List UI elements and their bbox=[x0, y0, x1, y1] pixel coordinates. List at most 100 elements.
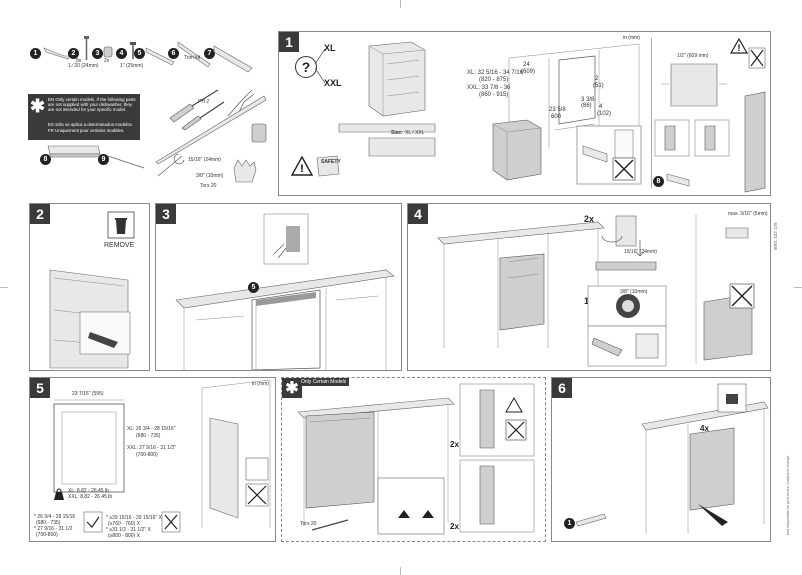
part-4-label: 1" (25mm) bbox=[120, 63, 144, 69]
part-4-marker: 4 bbox=[116, 48, 127, 59]
note-fr: FR Uniquement pour certains modèles. bbox=[48, 128, 125, 133]
step-1-panel: 1 XL XXL ? Size: XL / XXL ! SAFETY XL: 3… bbox=[278, 31, 771, 196]
dim-2-mm: (51) bbox=[593, 83, 604, 89]
dim-24-mm: (609) bbox=[521, 69, 536, 75]
dim-3: 3 3/8 bbox=[581, 97, 595, 103]
star-cabinet-illustration bbox=[297, 397, 455, 526]
dim-23: 23 5/8 bbox=[549, 107, 566, 113]
wrench-size-label: 15/16" (24mm) bbox=[188, 157, 221, 163]
part-5-strip-icon bbox=[145, 47, 175, 66]
crop-mark bbox=[0, 287, 8, 288]
final-cabinet-illustration bbox=[641, 401, 769, 534]
dim-600: 600 bbox=[551, 114, 562, 120]
part-2-count: 8x bbox=[76, 58, 82, 64]
step-4-number: 4 bbox=[408, 204, 428, 224]
size-label: Size: bbox=[391, 130, 403, 136]
part-2-screw-icon bbox=[84, 36, 89, 60]
step-3-ref-5: 5 bbox=[248, 282, 259, 293]
a2-dim-mm: (700-800) bbox=[36, 532, 58, 538]
torx-label: Torx 20 bbox=[200, 183, 217, 189]
a1-dim: * 26 3/4 - 28 15/16 bbox=[34, 514, 76, 520]
a1-dim-mm: (680 - 735) bbox=[36, 520, 61, 526]
adjust-screw-detail bbox=[587, 285, 667, 367]
part-9-marker: 9 bbox=[98, 154, 109, 165]
crop-mark bbox=[400, 0, 401, 8]
part-2-label: 1 ⁄ 20 (24mm) bbox=[68, 63, 99, 69]
size-value: XL / XXL bbox=[405, 130, 425, 136]
safety-label: SAFETY bbox=[321, 159, 341, 165]
b1-dim-mm: (≥760 - 760) X bbox=[108, 521, 140, 527]
part-8-rail-icon bbox=[47, 145, 101, 158]
step-6-bracket-icon bbox=[575, 513, 607, 527]
part-8-marker: 8 bbox=[40, 154, 51, 165]
only-certain-models-label: Only Certain Models bbox=[298, 378, 350, 386]
svg-text:!: ! bbox=[300, 163, 304, 175]
xl-door-height: XL: 26 3/4 - 28 15/16" bbox=[127, 426, 176, 432]
step-4-wrench-label: 15/16" (24mm) bbox=[624, 249, 657, 255]
cabinet-niche-illustration bbox=[508, 43, 640, 148]
xxl-dimension-mm: (860 - 915) bbox=[479, 92, 509, 98]
step-6-ref-1: 1 bbox=[564, 518, 575, 529]
screwdriver-icon bbox=[169, 89, 225, 131]
step-2-number: 2 bbox=[30, 204, 50, 224]
star-2x-bottom: 2x bbox=[450, 522, 459, 531]
install-cabinet-illustration bbox=[437, 221, 605, 348]
part-9-cable-icon bbox=[107, 155, 145, 169]
step-2-panel: 2 REMOVE bbox=[29, 203, 150, 371]
xl-door-height-mm: (680 - 735) bbox=[136, 433, 161, 439]
drill-icon bbox=[251, 123, 267, 143]
rating-label-strip bbox=[338, 123, 436, 157]
warning-no-drill-icon: ! bbox=[729, 37, 766, 69]
part-7-strip-icon bbox=[213, 45, 253, 73]
xl-label: XL bbox=[324, 43, 336, 53]
part-3-count: 2x bbox=[104, 58, 110, 64]
dim-4-mm: (102) bbox=[597, 111, 612, 117]
xxl-door-height: XXL: 27 9/16 - 31 1/2" bbox=[127, 445, 177, 451]
cut-tape-detail bbox=[263, 213, 309, 265]
dim-3-mm: (86) bbox=[581, 103, 592, 109]
note-es: ES Sólo se aplica a determinados modelos… bbox=[48, 122, 133, 127]
part-2-marker: 2 bbox=[68, 48, 79, 59]
xxl-label: XXL bbox=[324, 78, 342, 88]
part-6-label: Trim kit bbox=[184, 55, 201, 61]
star-2x-top: 2x bbox=[450, 440, 459, 449]
star-side-detail bbox=[459, 383, 535, 533]
warning-triangle-icon: ! bbox=[290, 155, 314, 176]
safety-book-icon bbox=[316, 155, 340, 177]
door-fit-ok-icon bbox=[83, 511, 103, 533]
step-4-2x: 2x bbox=[584, 214, 595, 224]
dim-24: 24 bbox=[523, 62, 530, 68]
parts-area: 1 2 1 ⁄ 20 (24mm) 8x 3 2x 4 1" (25mm) 5 … bbox=[28, 34, 268, 194]
choice-lines bbox=[314, 48, 326, 84]
unit-label: in (mm) bbox=[623, 35, 640, 41]
door-fit-no-icon bbox=[161, 511, 181, 533]
remove-packaging-illustration bbox=[49, 269, 131, 369]
step-1-number: 1 bbox=[279, 32, 299, 52]
certain-models-note: ✱ EN Only certain models. If the followi… bbox=[28, 94, 140, 140]
dishwasher-frame-illustration bbox=[368, 41, 426, 117]
dim-4: 4 bbox=[599, 104, 603, 110]
part-4-screw-icon bbox=[130, 42, 136, 59]
step-4-socket-label: 3/8" (10mm) bbox=[620, 289, 648, 295]
weight-icon bbox=[54, 488, 64, 500]
niche-detail-box bbox=[651, 38, 732, 188]
step-5-number: 5 bbox=[30, 378, 50, 398]
xl-dimension-mm: (820 - 875) bbox=[479, 77, 509, 83]
step-5-unit: in (mm) bbox=[252, 381, 269, 387]
step-1-ref-8: 8 bbox=[653, 176, 664, 187]
crop-mark bbox=[400, 567, 401, 575]
step-3-panel: 3 5 bbox=[155, 203, 402, 371]
part-6-trim-icon bbox=[177, 41, 211, 68]
step-5-panel: 5 in (mm) 23 7/16" (595) XL: 26 3/4 - 28… bbox=[29, 377, 276, 542]
dishwasher-small-illustration bbox=[492, 119, 542, 181]
weight-xxl: XXL: 8.82 - 26.45 lb bbox=[68, 494, 113, 500]
part-3-cap-icon bbox=[103, 46, 113, 58]
side-panel-details bbox=[654, 119, 730, 157]
ph2-label: PH 2 bbox=[198, 99, 210, 105]
star-bottom-detail bbox=[377, 477, 445, 535]
part-1-marker: 1 bbox=[30, 48, 41, 59]
leveling-foot-detail bbox=[595, 215, 657, 271]
side-code: 9001 432 178 bbox=[773, 222, 778, 250]
remove-label: REMOVE bbox=[104, 242, 135, 249]
gap-detail bbox=[695, 214, 755, 364]
